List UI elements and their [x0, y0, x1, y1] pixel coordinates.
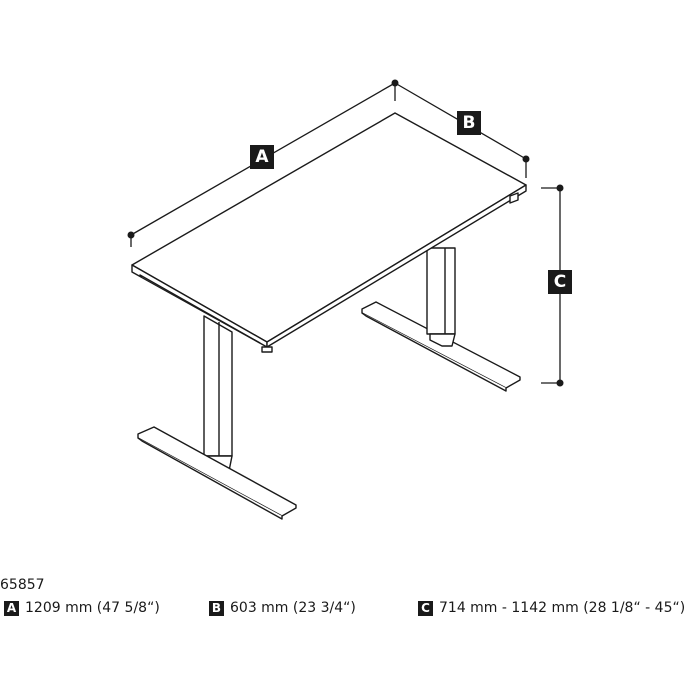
- label-b: B: [463, 113, 476, 133]
- dimension-c: C: [541, 184, 572, 387]
- spec-a-value: 1209 mm (47 5/8“): [25, 600, 160, 616]
- left-foot: [137, 426, 297, 520]
- spec-b: B 603 mm (23 3/4“): [209, 600, 356, 616]
- spec-c: C 714 mm - 1142 mm (28 1/8“ - 45“): [418, 600, 685, 616]
- dimension-b: B: [394, 82, 530, 178]
- badge-a: A: [4, 600, 19, 616]
- label-a: A: [255, 147, 269, 167]
- model-number: 65857: [0, 577, 45, 593]
- spec-a: A 1209 mm (47 5/8“): [4, 600, 160, 616]
- right-leg: [426, 247, 456, 347]
- spec-c-value: 714 mm - 1142 mm (28 1/8“ - 45“): [439, 600, 686, 616]
- left-leg: [203, 315, 233, 472]
- spec-b-value: 603 mm (23 3/4“): [230, 600, 356, 616]
- label-c: C: [554, 272, 566, 292]
- badge-b: B: [209, 600, 224, 616]
- badge-c: C: [418, 600, 433, 616]
- desktop: [131, 112, 527, 353]
